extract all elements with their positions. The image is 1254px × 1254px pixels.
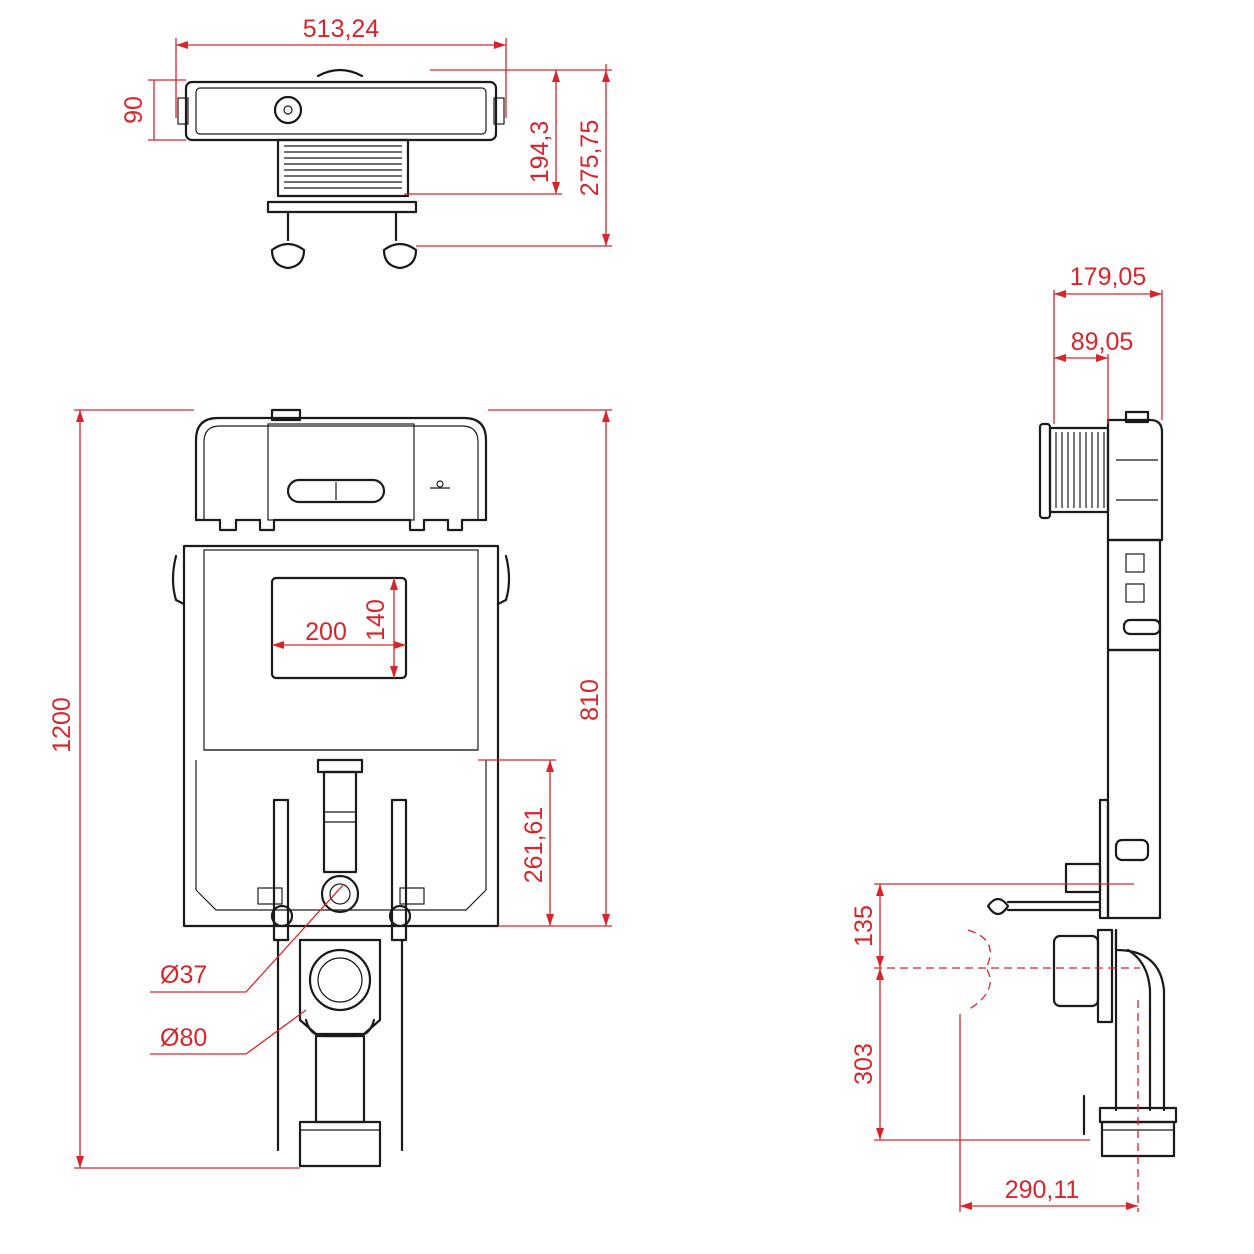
dim-side-303: 303 <box>850 1043 878 1085</box>
top-view <box>177 68 505 270</box>
dim-pipe-d37: Ø37 <box>160 961 207 989</box>
dim-flush-width: 200 <box>305 618 347 646</box>
dim-top-90: 90 <box>120 96 148 124</box>
dim-top-width: 513,24 <box>303 15 380 43</box>
front-view <box>171 408 511 1168</box>
top-view-dimensions: 513,24 90 194,3 275,75 <box>120 15 612 247</box>
side-view-hatch <box>1055 432 1105 508</box>
dim-side-290: 290,11 <box>1005 1176 1080 1204</box>
dim-total-height: 1200 <box>48 697 76 753</box>
dim-pipe-d80: Ø80 <box>160 1024 207 1052</box>
dim-side-89: 89,05 <box>1071 328 1134 356</box>
dim-flush-height: 140 <box>362 599 390 641</box>
dim-outlet-height: 261,61 <box>520 807 548 883</box>
dim-frame-height: 810 <box>576 679 604 721</box>
dim-top-194: 194,3 <box>526 121 554 184</box>
side-view-dimensions: 179,05 89,05 135 303 290,11 <box>850 263 1163 1212</box>
front-view-dimensions: 1200 810 261,61 200 140 Ø37 Ø80 <box>48 409 612 1169</box>
dim-side-179: 179,05 <box>1070 263 1146 291</box>
dim-top-275: 275,75 <box>576 120 604 196</box>
dim-side-135: 135 <box>850 905 878 947</box>
top-view-hatch <box>284 145 402 189</box>
side-view <box>967 410 1178 1158</box>
